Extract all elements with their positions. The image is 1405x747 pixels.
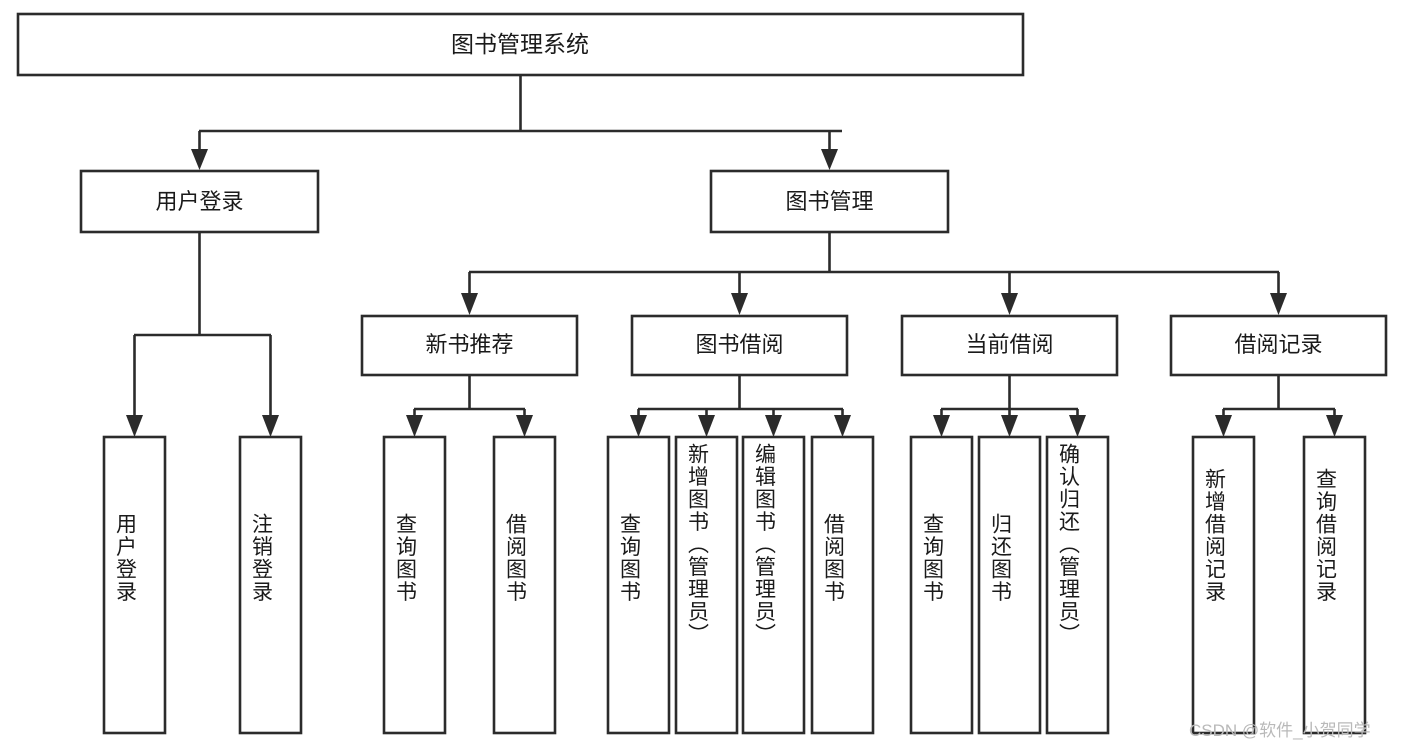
arrow-head-borrow — [731, 293, 748, 315]
node-root-label: 图书管理系统 — [451, 31, 589, 57]
node-borrow[interactable]: 图书借阅 — [630, 314, 849, 377]
arrow-head-leaf11 — [1069, 415, 1086, 437]
arrow-head-leaf12 — [1215, 415, 1232, 437]
arrow-head-leaf13 — [1326, 415, 1343, 437]
csdn-watermark: CSDN @软件_小贺同学 — [1189, 721, 1371, 740]
connector-group-login — [126, 233, 279, 437]
arrow-head-bookmgmt — [821, 149, 838, 170]
node-current-box[interactable] — [900, 314, 1119, 377]
arrow-head-login — [191, 149, 208, 170]
node-leaf7-box[interactable] — [741, 435, 806, 735]
node-bookmgmt-label: 图书管理 — [785, 189, 873, 214]
connector-group-newbook — [406, 376, 533, 437]
node-leaf3-box[interactable] — [382, 435, 447, 735]
node-root-box[interactable] — [16, 12, 1025, 77]
node-bookmgmt[interactable]: 图书管理 — [709, 169, 950, 234]
node-login-box[interactable] — [79, 169, 320, 234]
node-leaf13-box[interactable] — [1302, 435, 1367, 735]
arrow-head-leaf4 — [516, 415, 533, 437]
arrow-head-leaf8 — [834, 415, 851, 437]
node-leaf2-box[interactable] — [238, 435, 303, 735]
node-leaf5-box[interactable] — [606, 435, 671, 735]
node-borrow-box[interactable] — [630, 314, 849, 377]
node-leaf6-box[interactable] — [674, 435, 739, 735]
node-newbook[interactable]: 新书推荐 — [360, 314, 579, 377]
arrow-head-leaf1 — [126, 415, 143, 437]
node-leaf11-box[interactable] — [1045, 435, 1110, 735]
arrow-head-records — [1270, 293, 1287, 315]
node-current[interactable]: 当前借阅 — [900, 314, 1119, 377]
arrow-head-leaf9 — [933, 415, 950, 437]
node-leaf4-box[interactable] — [492, 435, 557, 735]
node-records[interactable]: 借阅记录 — [1169, 314, 1388, 377]
connector-group-current — [933, 376, 1086, 437]
node-login[interactable]: 用户登录 — [79, 169, 320, 234]
node-records-box[interactable] — [1169, 314, 1388, 377]
connector-group-borrow — [630, 376, 851, 437]
arrow-head-leaf2 — [262, 415, 279, 437]
node-leaf1-box[interactable] — [102, 435, 167, 735]
connector-group-bookmgmt — [461, 233, 1287, 315]
node-newbook-box[interactable] — [360, 314, 579, 377]
node-borrow-label: 图书借阅 — [695, 332, 783, 357]
node-records-label: 借阅记录 — [1234, 332, 1322, 357]
node-current-label: 当前借阅 — [965, 332, 1053, 357]
node-login-label: 用户登录 — [155, 189, 243, 214]
node-bookmgmt-box[interactable] — [709, 169, 950, 234]
node-leaf12-box[interactable] — [1191, 435, 1256, 735]
node-root[interactable]: 图书管理系统 — [16, 12, 1025, 77]
arrow-head-newbook — [461, 293, 478, 315]
connector-group-records — [1215, 376, 1343, 437]
arrow-head-leaf5 — [630, 415, 647, 437]
arrow-head-leaf7 — [765, 415, 782, 437]
connector-group-root — [191, 76, 842, 170]
arrow-head-leaf10 — [1001, 415, 1018, 437]
node-leaf10-box[interactable] — [977, 435, 1042, 735]
arrow-head-current — [1001, 293, 1018, 315]
arrow-head-leaf6 — [698, 415, 715, 437]
node-newbook-label: 新书推荐 — [425, 332, 513, 357]
node-leaf9-box[interactable] — [909, 435, 974, 735]
arrow-head-leaf3 — [406, 415, 423, 437]
node-leaf8-box[interactable] — [810, 435, 875, 735]
leaf-boxes — [102, 435, 1367, 735]
